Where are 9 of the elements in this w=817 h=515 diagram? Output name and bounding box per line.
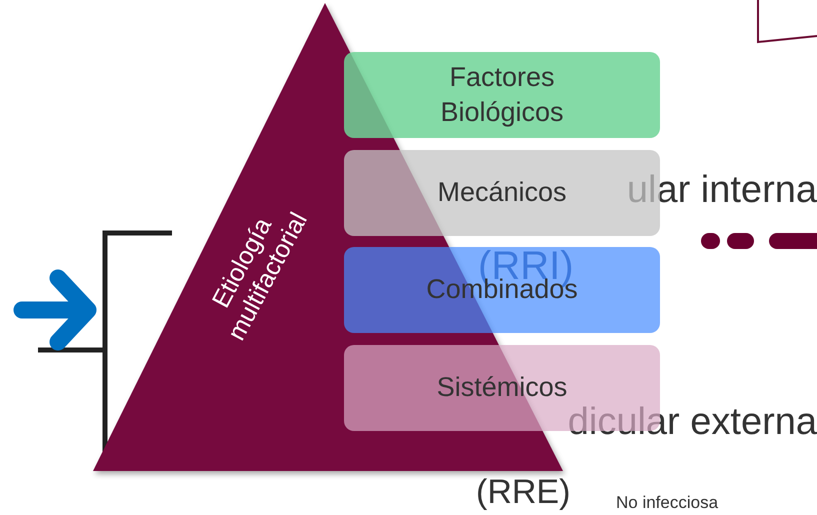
text-label: dicular externa bbox=[568, 402, 817, 444]
category-label: Mecánicos bbox=[436, 176, 568, 210]
category-box bbox=[344, 52, 660, 138]
category-label: Factores Biológicos bbox=[439, 60, 565, 129]
category-label: Sistémicos bbox=[436, 371, 568, 404]
category-box bbox=[344, 247, 660, 333]
text-label: (RRE) bbox=[476, 474, 570, 512]
text-label: No infecciosa bbox=[616, 494, 718, 513]
text-label: ular interna bbox=[626, 170, 817, 212]
